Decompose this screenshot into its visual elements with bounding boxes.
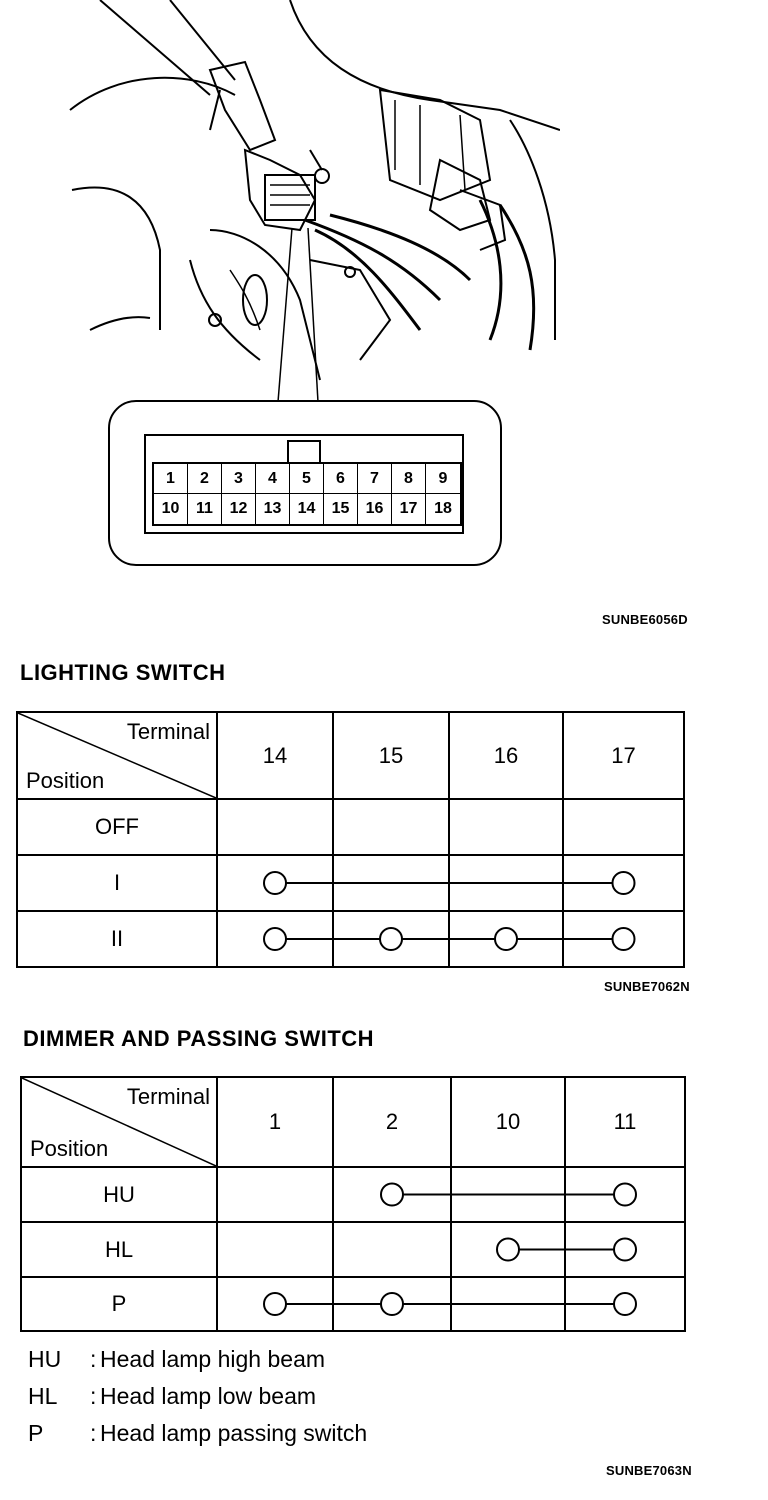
table-cell [448, 854, 564, 912]
connector-pin: 13 [256, 494, 290, 524]
lighting-figure-code: SUNBE7062N [604, 979, 690, 994]
table-cell [216, 854, 334, 912]
connector-pin: 17 [392, 494, 426, 524]
terminal-header-label: Terminal [126, 719, 210, 744]
steering-column-illustration [69, 0, 560, 400]
connector-pin: 6 [324, 464, 358, 494]
lighting-switch-title: LIGHTING SWITCH [20, 660, 226, 685]
connector-pin: 18 [434, 500, 452, 517]
legend-abbr: P [28, 1420, 44, 1446]
terminal-column-header: 2 [332, 1076, 452, 1168]
legend-definition: Head lamp low beam [100, 1383, 317, 1409]
table-cell [564, 1221, 686, 1278]
connector-pin: 9 [426, 464, 460, 494]
table-cell [216, 1276, 334, 1332]
connector-pin: 2 [188, 464, 222, 494]
connector-pin: 5 [290, 464, 324, 494]
table-cell [564, 1166, 686, 1223]
connector-pin: 16 [358, 494, 392, 524]
table-cell [562, 798, 685, 856]
legend-abbr: HU [28, 1346, 62, 1372]
table-header-corner: Terminal Position [16, 711, 218, 800]
legend-abbr: HL [28, 1383, 58, 1409]
table-cell [562, 910, 685, 968]
position-row-label: P [20, 1276, 218, 1332]
position-row-label: HL [20, 1221, 218, 1278]
table-cell [450, 1221, 566, 1278]
connector-pin: 12 [222, 494, 256, 524]
position-header-label: Position [30, 1136, 109, 1161]
connector-pin: 14 [290, 494, 324, 524]
table-cell [332, 910, 450, 968]
connector-pin: 11 [188, 494, 222, 524]
position-row-label: I [16, 854, 218, 912]
table-cell [216, 1221, 334, 1278]
dimmer-figure-code: SUNBE7063N [606, 1463, 692, 1478]
table-cell [332, 1276, 452, 1332]
legend-definition: Head lamp passing switch [100, 1420, 368, 1446]
table-header-corner: Terminal Position [20, 1076, 218, 1168]
terminal-column-header: 17 [562, 711, 685, 800]
connector-pin: 8 [392, 464, 426, 494]
position-row-label: OFF [16, 798, 218, 856]
table-cell [564, 1276, 686, 1332]
lighting-switch-table: Terminal Position 14 15 16 17 OFF I II [16, 711, 685, 968]
position-row-label: HU [20, 1166, 218, 1223]
position-row-label: II [16, 910, 218, 968]
table-cell [332, 854, 450, 912]
terminal-column-header: 14 [216, 711, 334, 800]
connector-pin: 4 [256, 464, 290, 494]
connector-figure-code: SUNBE6056D [602, 612, 688, 627]
legend-definition: Head lamp high beam [100, 1346, 326, 1372]
table-cell [332, 1221, 452, 1278]
connector-key-tab [287, 440, 321, 464]
dimmer-switch-title: DIMMER AND PASSING SWITCH [23, 1026, 375, 1051]
legend-colon: : [90, 1346, 97, 1372]
terminal-column-header: 16 [448, 711, 564, 800]
table-cell [448, 910, 564, 968]
table-cell [450, 1276, 566, 1332]
connector-pin: 3 [222, 464, 256, 494]
legend-item: HL : Head lamp low beam [28, 1383, 528, 1413]
position-header-label: Position [26, 768, 105, 793]
terminal-column-header: 10 [450, 1076, 566, 1168]
legend-colon: : [90, 1383, 97, 1409]
connector-pin: 1 [154, 464, 188, 494]
dimmer-switch-table: Terminal Position 1 2 10 11 HU HL P [20, 1076, 686, 1332]
connector-pin: 15 [324, 494, 358, 524]
table-cell [216, 798, 334, 856]
table-cell [216, 910, 334, 968]
table-cell [332, 1166, 452, 1223]
legend-colon: : [90, 1420, 97, 1446]
terminal-column-header: 1 [216, 1076, 334, 1168]
table-cell [448, 798, 564, 856]
terminal-column-header: 15 [332, 711, 450, 800]
terminal-header-label: Terminal [126, 1084, 210, 1109]
legend-item: P : Head lamp passing switch [28, 1420, 528, 1450]
legend-item: HU : Head lamp high beam [28, 1346, 528, 1376]
connector-pin-grid: 1 2 3 4 5 6 7 8 9 10 11 12 13 14 15 16 1… [152, 462, 462, 526]
table-cell [332, 798, 450, 856]
table-cell [562, 854, 685, 912]
table-cell [450, 1166, 566, 1223]
connector-pin: 7 [358, 464, 392, 494]
connector-pin: 10 [154, 494, 188, 524]
terminal-column-header: 11 [564, 1076, 686, 1168]
table-cell [216, 1166, 334, 1223]
